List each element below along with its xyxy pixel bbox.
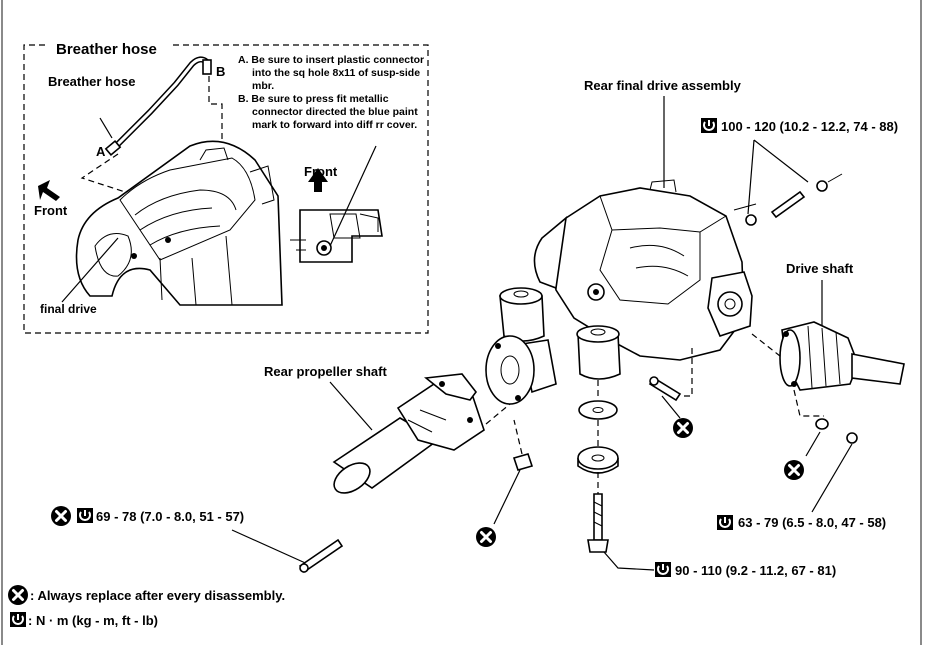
- torque-icon: [654, 561, 672, 578]
- legend-units-text: : N · m (kg - m, ft - lb): [28, 613, 158, 628]
- replace-icon: [782, 458, 806, 482]
- point-b-label: B: [216, 64, 225, 79]
- torque-icon: [716, 514, 734, 531]
- front-arrow-right-icon: [308, 168, 328, 192]
- torque-t3: 63 - 79 (6.5 - 8.0, 47 - 58): [738, 515, 886, 530]
- rear-propeller-shaft: [332, 373, 485, 494]
- torque-t1-leader: [747, 139, 809, 215]
- center-mounting-bolt: [587, 493, 609, 553]
- inset-title: Breather hose: [56, 41, 157, 58]
- rear-propeller-shaft-label: Rear propeller shaft: [264, 364, 387, 379]
- front-left-label: Front: [34, 203, 68, 218]
- replace-icon: [6, 583, 30, 607]
- bolt-lower-left: [648, 376, 682, 402]
- torque-icon: [76, 507, 94, 524]
- mounting-bushing-center: [576, 325, 621, 380]
- final-drive-housing: [533, 179, 757, 361]
- torque-t2: 69 - 78 (7.0 - 8.0, 51 - 57): [96, 509, 244, 524]
- replace-icon: [671, 416, 695, 440]
- point-a-label: A: [96, 144, 106, 159]
- washer-lower: [577, 446, 619, 474]
- torque-icon: [700, 117, 718, 134]
- final-drive-housing-sketch: [75, 140, 283, 306]
- front-arrow-left-icon: [38, 180, 60, 201]
- torque-t3-leader: [811, 443, 853, 513]
- rear-propeller-shaft-leader: [329, 381, 373, 431]
- breather-hose-label: Breather hose: [48, 74, 135, 89]
- note-a: A. Be sure to insert plastic connector i…: [238, 54, 427, 92]
- torque-icon: [9, 611, 27, 628]
- connector-detail: [290, 209, 383, 263]
- breather-hose-inset: Breather hose Breather hose A B A. Be su…: [23, 41, 429, 334]
- note-b: B. Be sure to press fit metallic connect…: [238, 93, 421, 131]
- torque-t1: 100 - 120 (10.2 - 12.2, 74 - 88): [721, 119, 898, 134]
- connector-a: [104, 139, 122, 157]
- companion-flange: [485, 335, 557, 405]
- torque-t4: 90 - 110 (9.2 - 11.2, 67 - 81): [675, 563, 836, 578]
- legend-replace-text: : Always replace after every disassembly…: [30, 588, 285, 603]
- replace-icon: [49, 504, 73, 528]
- final-drive-label: final drive: [40, 302, 97, 316]
- mounting-bushing-left: [499, 287, 545, 342]
- nut-drive-shaft: [815, 418, 858, 444]
- torque-t2-leader: [231, 529, 313, 567]
- washer-upper: [578, 400, 618, 420]
- propeller-shaft-bolt: [298, 538, 344, 574]
- torque-t4-leader: [603, 551, 655, 571]
- drive-shaft: [779, 321, 905, 391]
- nut-left: [512, 453, 534, 471]
- replace-icon: [474, 525, 498, 549]
- inset-frame: [23, 44, 429, 334]
- rear-final-drive-label: Rear final drive assembly: [584, 78, 742, 93]
- front-right-label: Front: [304, 164, 338, 179]
- mounting-bolt-upper: [745, 173, 843, 226]
- drive-shaft-label: Drive shaft: [786, 261, 854, 276]
- connector-b: [202, 59, 212, 75]
- legend: : Always replace after every disassembly…: [6, 583, 285, 628]
